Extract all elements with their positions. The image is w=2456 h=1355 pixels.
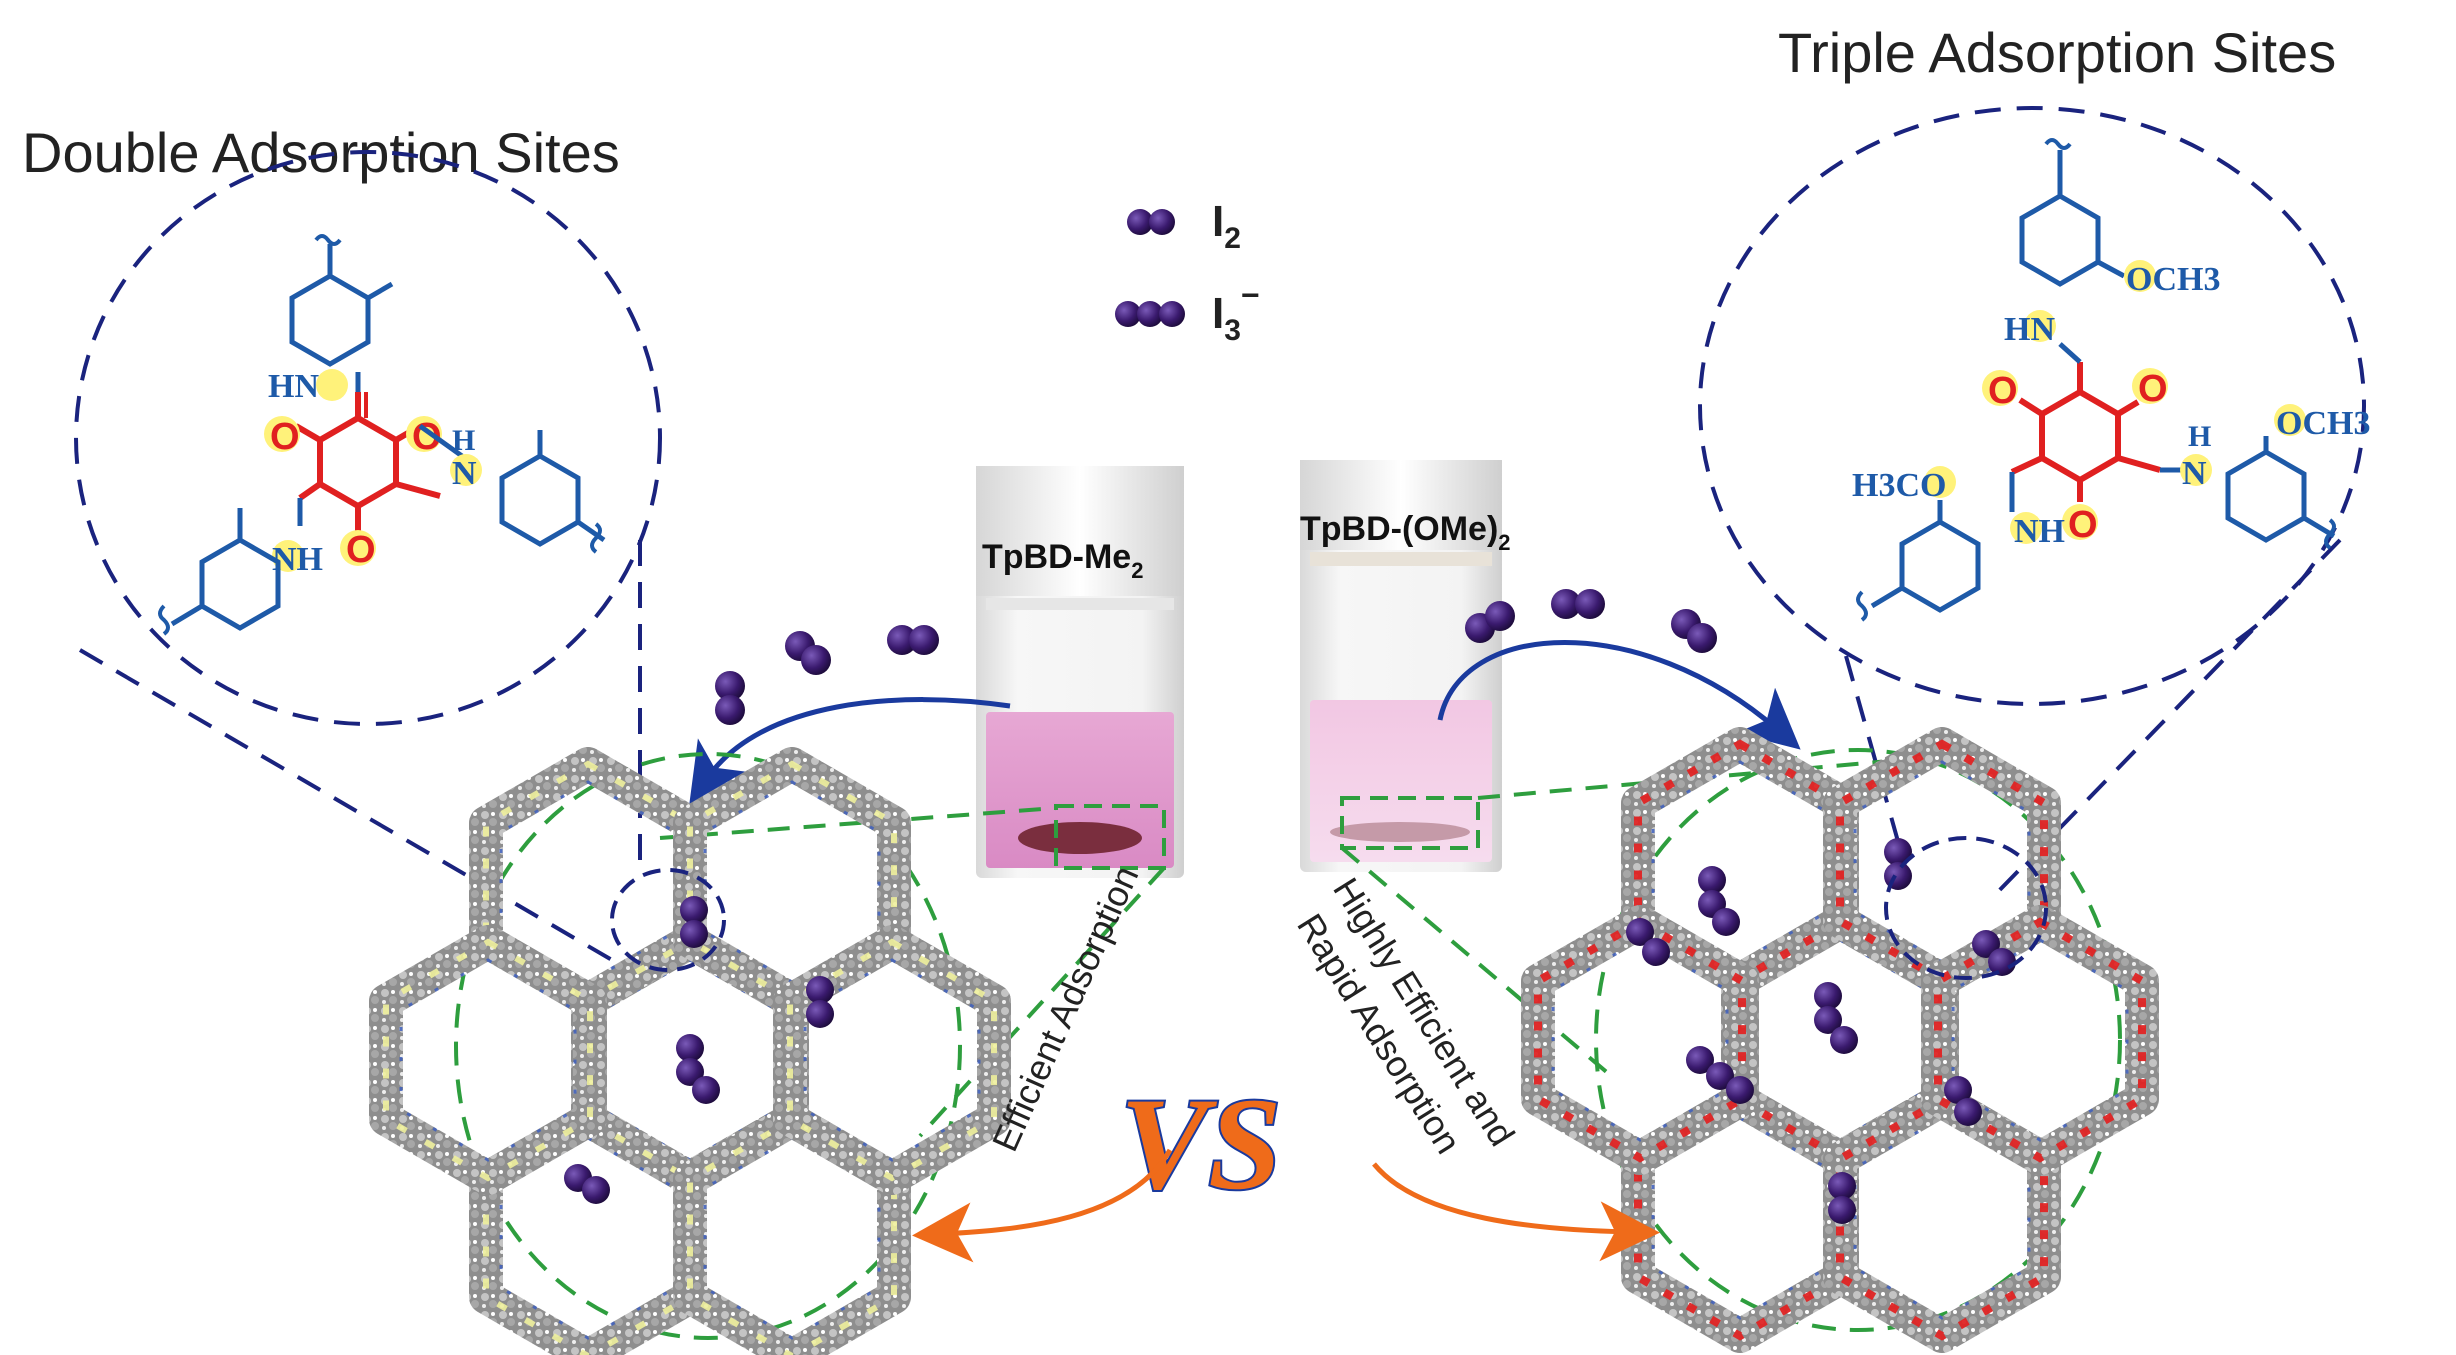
legend-i2-label: I2	[1212, 197, 1241, 255]
left-n-label: N	[452, 455, 477, 492]
left-cof-framework	[386, 754, 994, 1355]
right-och3-top: OCH3	[2126, 261, 2220, 298]
arrow-to-left-cof	[689, 697, 1011, 805]
right-hn-label: HN	[2004, 311, 2055, 348]
legend-i3-icon	[1115, 301, 1185, 327]
right-cof-iodine	[1626, 838, 2016, 1224]
i2-molecule-icon	[887, 625, 939, 655]
i2-molecule-icon	[785, 631, 831, 675]
vial-right-label: TpBD-(OMe)2	[1300, 510, 1511, 555]
i2-molecule-icon	[1551, 589, 1605, 619]
left-cof-iodine	[564, 896, 834, 1204]
right-oxygen-1: O	[1988, 370, 2018, 412]
i2-molecule-icon	[1465, 601, 1515, 643]
right-molecule: O O O HN OCH3 N H OCH3 NH H3CO	[1852, 138, 2370, 622]
left-oxygen-1: O	[270, 416, 300, 458]
i2-molecule-icon	[715, 671, 745, 725]
vial-left-label: TpBD-Me2	[982, 538, 1143, 583]
left-core-ring	[317, 414, 399, 510]
i2-molecule-icon	[1671, 609, 1717, 653]
arrow-to-right-cof	[1437, 640, 1801, 750]
right-oxygen-3: O	[2068, 504, 2098, 546]
left-oxygen-3: O	[346, 529, 376, 571]
right-structure-zoom	[1698, 106, 2366, 902]
legend: I2 I3−	[1115, 197, 1260, 347]
orange-arrow-right	[1372, 1162, 1660, 1262]
right-och3-right: OCH3	[2276, 405, 2370, 442]
green-connectors	[659, 758, 1901, 1138]
vs-label: VS	[1120, 1070, 1281, 1217]
right-cof-framework	[1538, 744, 2142, 1336]
right-core-ring	[2039, 388, 2121, 484]
left-hn-label: HN	[268, 368, 319, 405]
right-oxygen-2: O	[2138, 368, 2168, 410]
legend-i2-icon	[1127, 209, 1175, 235]
vial-left: TpBD-Me2	[976, 466, 1184, 878]
title-triple-adsorption-sites: Triple Adsorption Sites	[1778, 21, 2336, 84]
left-h-label: H	[452, 424, 475, 457]
vial-right: TpBD-(OMe)2	[1300, 460, 1511, 872]
title-double-adsorption-sites: Double Adsorption Sites	[22, 121, 620, 184]
orange-arrow-left	[912, 1148, 1173, 1263]
right-h3co-label: H3CO	[1852, 467, 1946, 504]
right-n-label: N	[2182, 455, 2207, 492]
legend-i3-label: I3−	[1212, 277, 1260, 347]
left-molecule: O O O HN N H NH	[158, 234, 606, 636]
right-nh-label: NH	[2014, 513, 2065, 550]
right-h-label: H	[2188, 420, 2211, 453]
iodine-molecules	[715, 589, 1717, 725]
